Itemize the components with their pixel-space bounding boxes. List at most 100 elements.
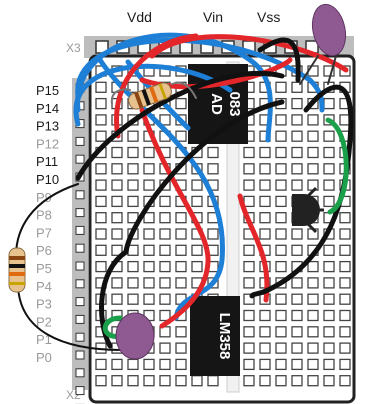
breadboard-hole [112,196,122,206]
breadboard-hole [324,359,334,369]
breadboard-hole [276,180,286,190]
breadboard-hole [128,164,138,174]
breadboard-hole [112,148,122,158]
breadboard-hole [260,180,270,190]
pin-socket [76,298,84,306]
breadboard-hole [308,164,318,174]
breadboard-hole [112,359,122,369]
breadboard-hole [292,343,302,353]
breadboard-hole [340,278,350,288]
breadboard-hole [112,278,122,288]
pin-socket [76,137,84,145]
breadboard-hole [292,311,302,321]
breadboard-hole [324,278,334,288]
breadboard-hole [96,213,106,223]
breadboard-hole [244,376,254,386]
breadboard-hole [208,164,218,174]
breadboard-hole [308,294,318,304]
pin-label: P7 [36,225,52,240]
pin-socket [76,315,84,323]
breadboard-hole [276,376,286,386]
breadboard-hole [244,196,254,206]
breadboard-hole [192,245,202,255]
pin-label: P12 [36,136,59,151]
resistor-icon [9,248,25,292]
breadboard-hole [208,376,218,386]
breadboard-hole [276,148,286,158]
breadboard-hole [160,343,170,353]
breadboard-hole [128,359,138,369]
breadboard-hole [176,213,186,223]
breadboard-hole [176,278,186,288]
breadboard-hole [260,327,270,337]
breadboard-hole [160,245,170,255]
breadboard-hole [176,229,186,239]
breadboard-hole [260,359,270,369]
breadboard-hole [244,343,254,353]
breadboard-hole [176,99,186,109]
breadboard-hole [292,245,302,255]
breadboard-hole [292,327,302,337]
breadboard-hole [96,131,106,141]
breadboard-hole [96,82,106,92]
breadboard-hole [292,115,302,125]
breadboard-hole [308,115,318,125]
breadboard-hole [292,229,302,239]
breadboard-hole [112,164,122,174]
breadboard-hole [340,229,350,239]
breadboard-hole [276,82,286,92]
breadboard-hole [308,359,318,369]
breadboard-hole [276,213,286,223]
breadboard-hole [324,245,334,255]
pin-socket [76,369,84,377]
breadboard-hole [192,376,202,386]
breadboard-hole [276,327,286,337]
adc-chip-label-bottom: 083 [226,91,243,116]
breadboard-hole [324,180,334,190]
breadboard-hole [324,327,334,337]
breadboard-hole [160,376,170,386]
breadboard-hole [324,343,334,353]
breadboard-hole [292,164,302,174]
breadboard-hole [276,164,286,174]
breadboard-hole [208,148,218,158]
breadboard-hole [340,262,350,272]
pin-socket [76,191,84,199]
pin-socket [76,209,84,217]
breadboard-hole [340,376,350,386]
breadboard-hole [144,180,154,190]
breadboard-hole [292,376,302,386]
breadboard-hole [128,148,138,158]
breadboard-hole [244,148,254,158]
breadboard-hole [308,376,318,386]
breadboard-hole [324,148,334,158]
vin-label: Vin [203,9,223,25]
breadboard-hole [292,359,302,369]
pin-socket [76,387,84,395]
breadboard-hole [340,311,350,321]
breadboard-hole [276,115,286,125]
breadboard-hole [176,343,186,353]
breadboard-hole [324,294,334,304]
breadboard-hole [324,164,334,174]
breadboard-hole [128,262,138,272]
breadboard-hole [144,294,154,304]
breadboard-hole [96,99,106,109]
breadboard-hole [176,359,186,369]
breadboard-hole [128,278,138,288]
breadboard-hole [160,213,170,223]
breadboard-hole [176,376,186,386]
breadboard-hole [324,376,334,386]
breadboard-hole [308,148,318,158]
breadboard-hole [176,327,186,337]
breadboard-hole [144,148,154,158]
pin-label: P10 [36,172,59,187]
pin-socket [76,244,84,252]
opamp-chip: LM358 [190,296,240,376]
breadboard-hole [112,376,122,386]
breadboard-hole [260,343,270,353]
breadboard-hole [292,148,302,158]
breadboard-hole [340,327,350,337]
breadboard-hole [96,229,106,239]
